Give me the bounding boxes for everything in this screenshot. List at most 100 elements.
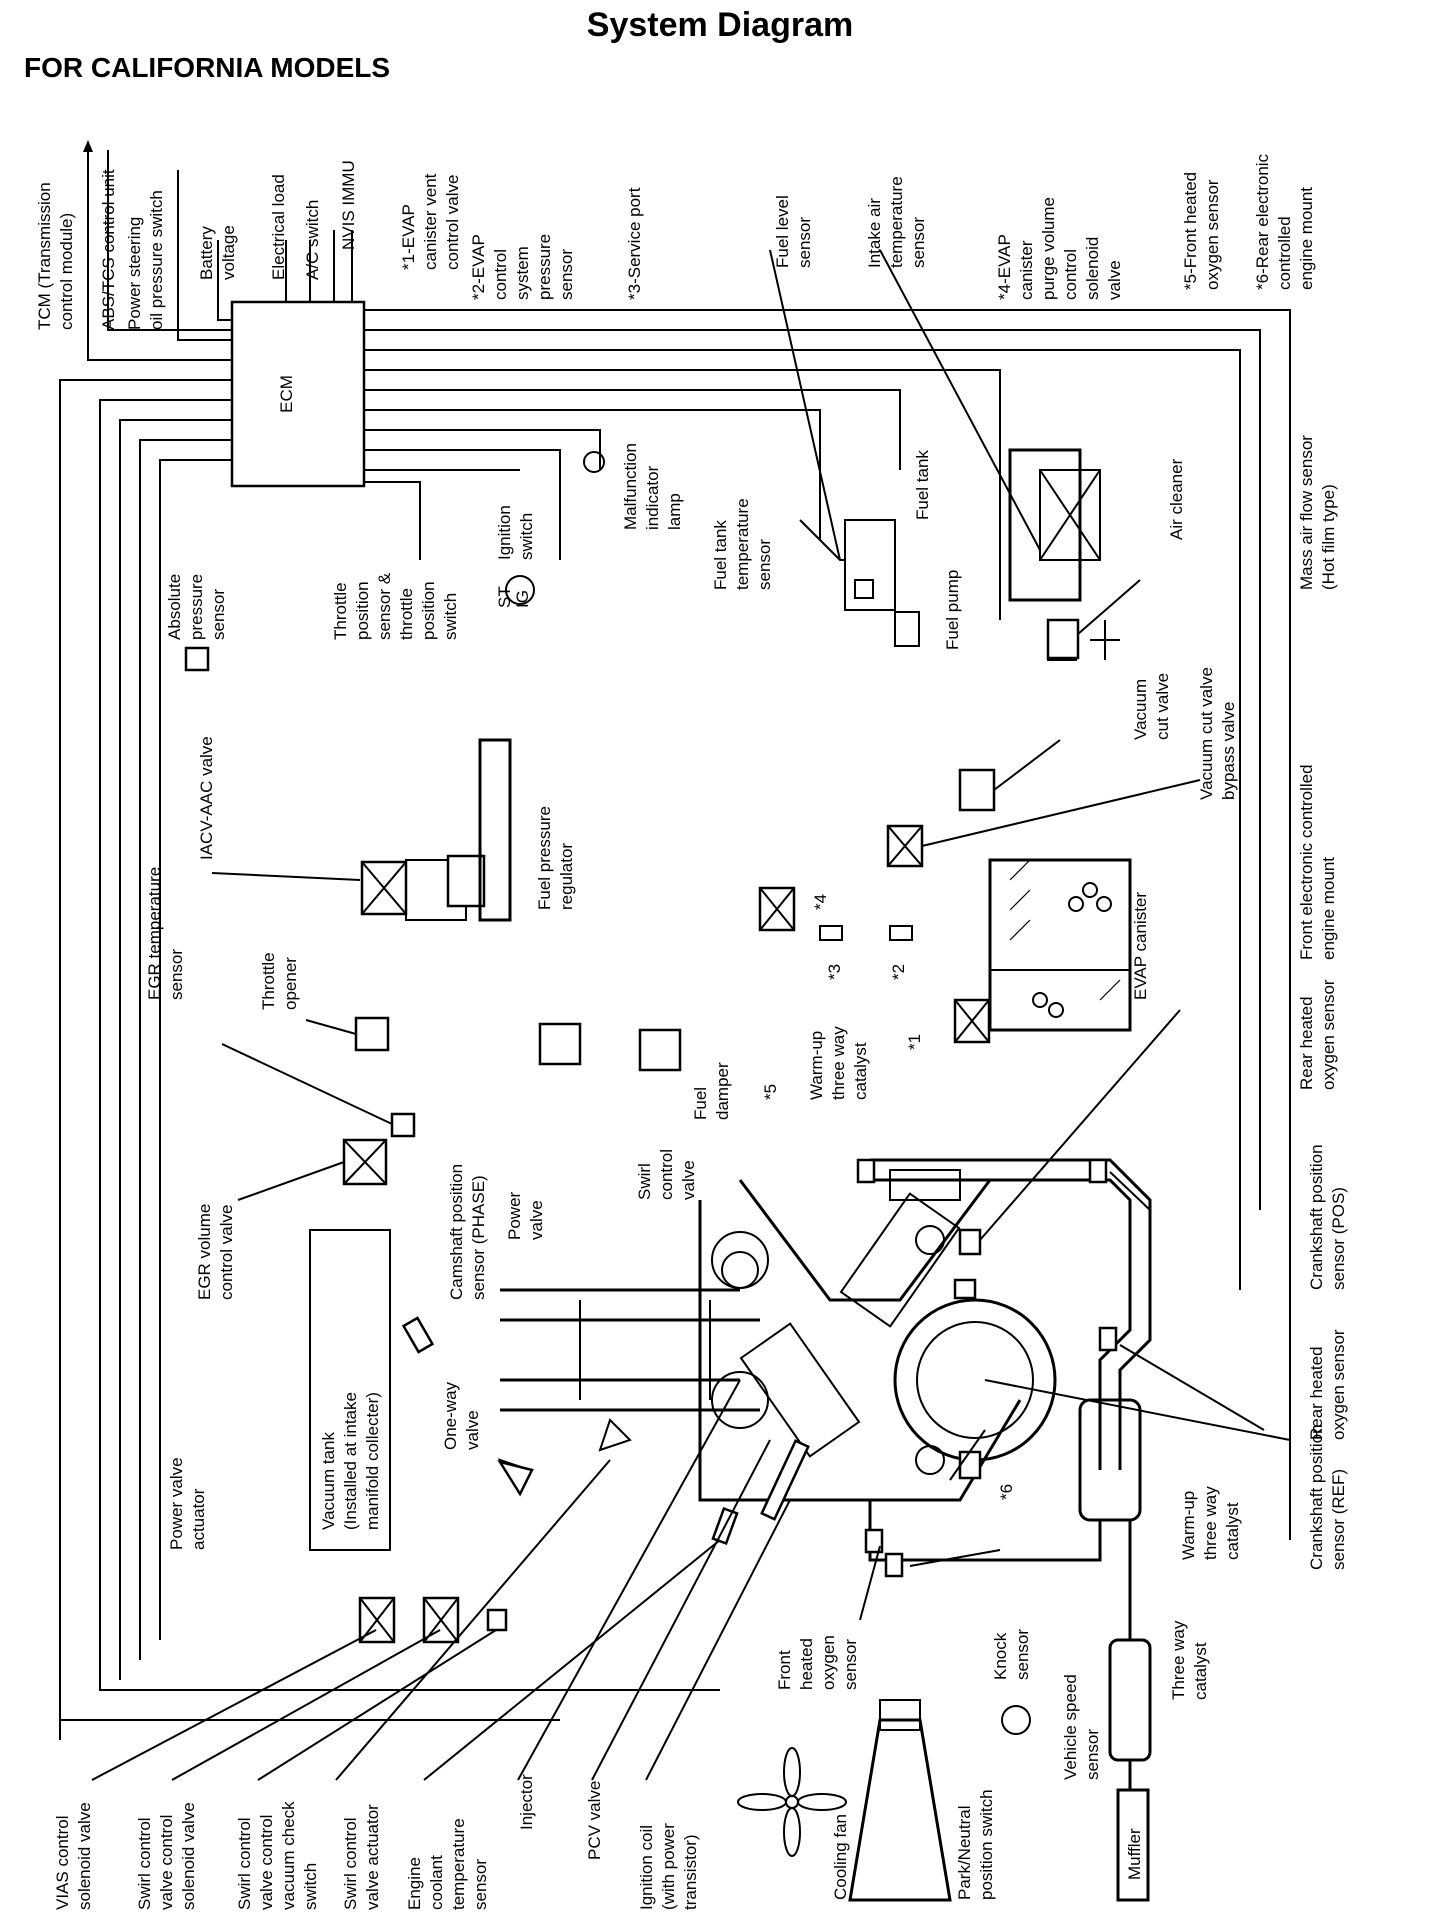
label-nvis-immu: NVIS IMMU xyxy=(339,160,358,250)
muffler-icon xyxy=(1116,1788,1150,1902)
vacuum-tank-box xyxy=(309,1229,391,1551)
warmup-catalyst-bottom-icon xyxy=(1078,1398,1142,1522)
label-star4: *4 xyxy=(811,894,830,910)
ignition-coil-icon xyxy=(760,1439,810,1521)
ecm-box xyxy=(230,300,366,488)
left-bus-lines xyxy=(59,379,720,1740)
rear-engine-mount-icon xyxy=(958,1450,982,1480)
label-pcv: PCV valve xyxy=(585,1781,604,1860)
ecm-output-lines xyxy=(364,309,1291,1540)
throttle-body xyxy=(478,738,512,922)
evap-pressure-sensor-icon xyxy=(889,925,913,941)
iacv-aac-valve-icon xyxy=(360,859,467,921)
vehicle-speed-sensor-icon xyxy=(1001,1705,1031,1735)
service-port-icon xyxy=(819,925,843,941)
throttle-opener-icon xyxy=(354,1016,390,1052)
label-ig: IG xyxy=(513,590,532,608)
rear-oxygen-sensor-bottom-icon xyxy=(1098,1326,1118,1352)
front-oxygen-sensor-top-icon xyxy=(856,1158,876,1184)
label-evap3: *3-Service port xyxy=(625,187,644,300)
engine-block xyxy=(698,1179,1057,1502)
maf-sensor-icon xyxy=(1046,618,1080,660)
fuel-tank-box xyxy=(844,519,896,611)
leader-lines xyxy=(91,249,1291,1781)
three-way-catalyst-icon xyxy=(1108,1638,1152,1762)
label-fuel-pump: Fuel pump xyxy=(943,570,962,650)
power-valve-actuator-icon xyxy=(497,1460,534,1497)
label-muffler: Muffler xyxy=(1125,1828,1144,1880)
label-star2: *2 xyxy=(889,964,908,980)
label-iacv: IACV-AAC valve xyxy=(197,736,216,860)
evap-canister-icon xyxy=(988,858,1132,1032)
crankshaft-pos-sensor-icon xyxy=(953,1278,977,1300)
rear-oxygen-sensor-top-icon xyxy=(1088,1158,1108,1184)
fuel-pressure-regulator-icon xyxy=(538,1022,582,1066)
vacuum-cut-valve-icon xyxy=(958,768,996,812)
label-electrical-load: Electrical load xyxy=(269,174,288,280)
label-air-cleaner: Air cleaner xyxy=(1167,458,1186,540)
fuel-tank-temp-sensor-icon xyxy=(854,579,874,599)
label-star5: *5 xyxy=(761,1084,780,1100)
absolute-pressure-sensor-icon xyxy=(184,646,210,672)
label-evap-canister: EVAP canister xyxy=(1131,892,1150,1000)
bottom-solenoids xyxy=(358,1596,508,1644)
fuel-damper-icon xyxy=(638,1028,682,1072)
transmission-icon xyxy=(848,1718,952,1902)
camshaft-sensor-icon xyxy=(721,1251,759,1289)
label-ac-switch: A/C switch xyxy=(303,200,322,280)
label-fuel-tank: Fuel tank xyxy=(913,450,932,520)
park-neutral-switch-icon xyxy=(879,1699,921,1731)
egr-temperature-sensor-icon xyxy=(390,1112,416,1138)
intake-manifold xyxy=(497,1288,760,1492)
mil-lamp-icon xyxy=(583,451,605,473)
ecm-input-lines xyxy=(83,140,353,361)
fuel-pump-icon xyxy=(894,611,920,647)
label-injector: Injector xyxy=(517,1774,536,1830)
front-engine-mount-icon xyxy=(958,1228,982,1256)
label-star6: *6 xyxy=(997,1484,1016,1500)
label-st: ST xyxy=(495,586,514,608)
label-maf: Mass air flow sensor(Hot film type) xyxy=(1297,435,1338,590)
ecm-label: ECM xyxy=(277,375,296,413)
label-cooling-fan: Cooling fan xyxy=(831,1814,850,1900)
throttle-position-sensor-icon xyxy=(446,854,486,908)
label-star3: *3 xyxy=(825,964,844,980)
